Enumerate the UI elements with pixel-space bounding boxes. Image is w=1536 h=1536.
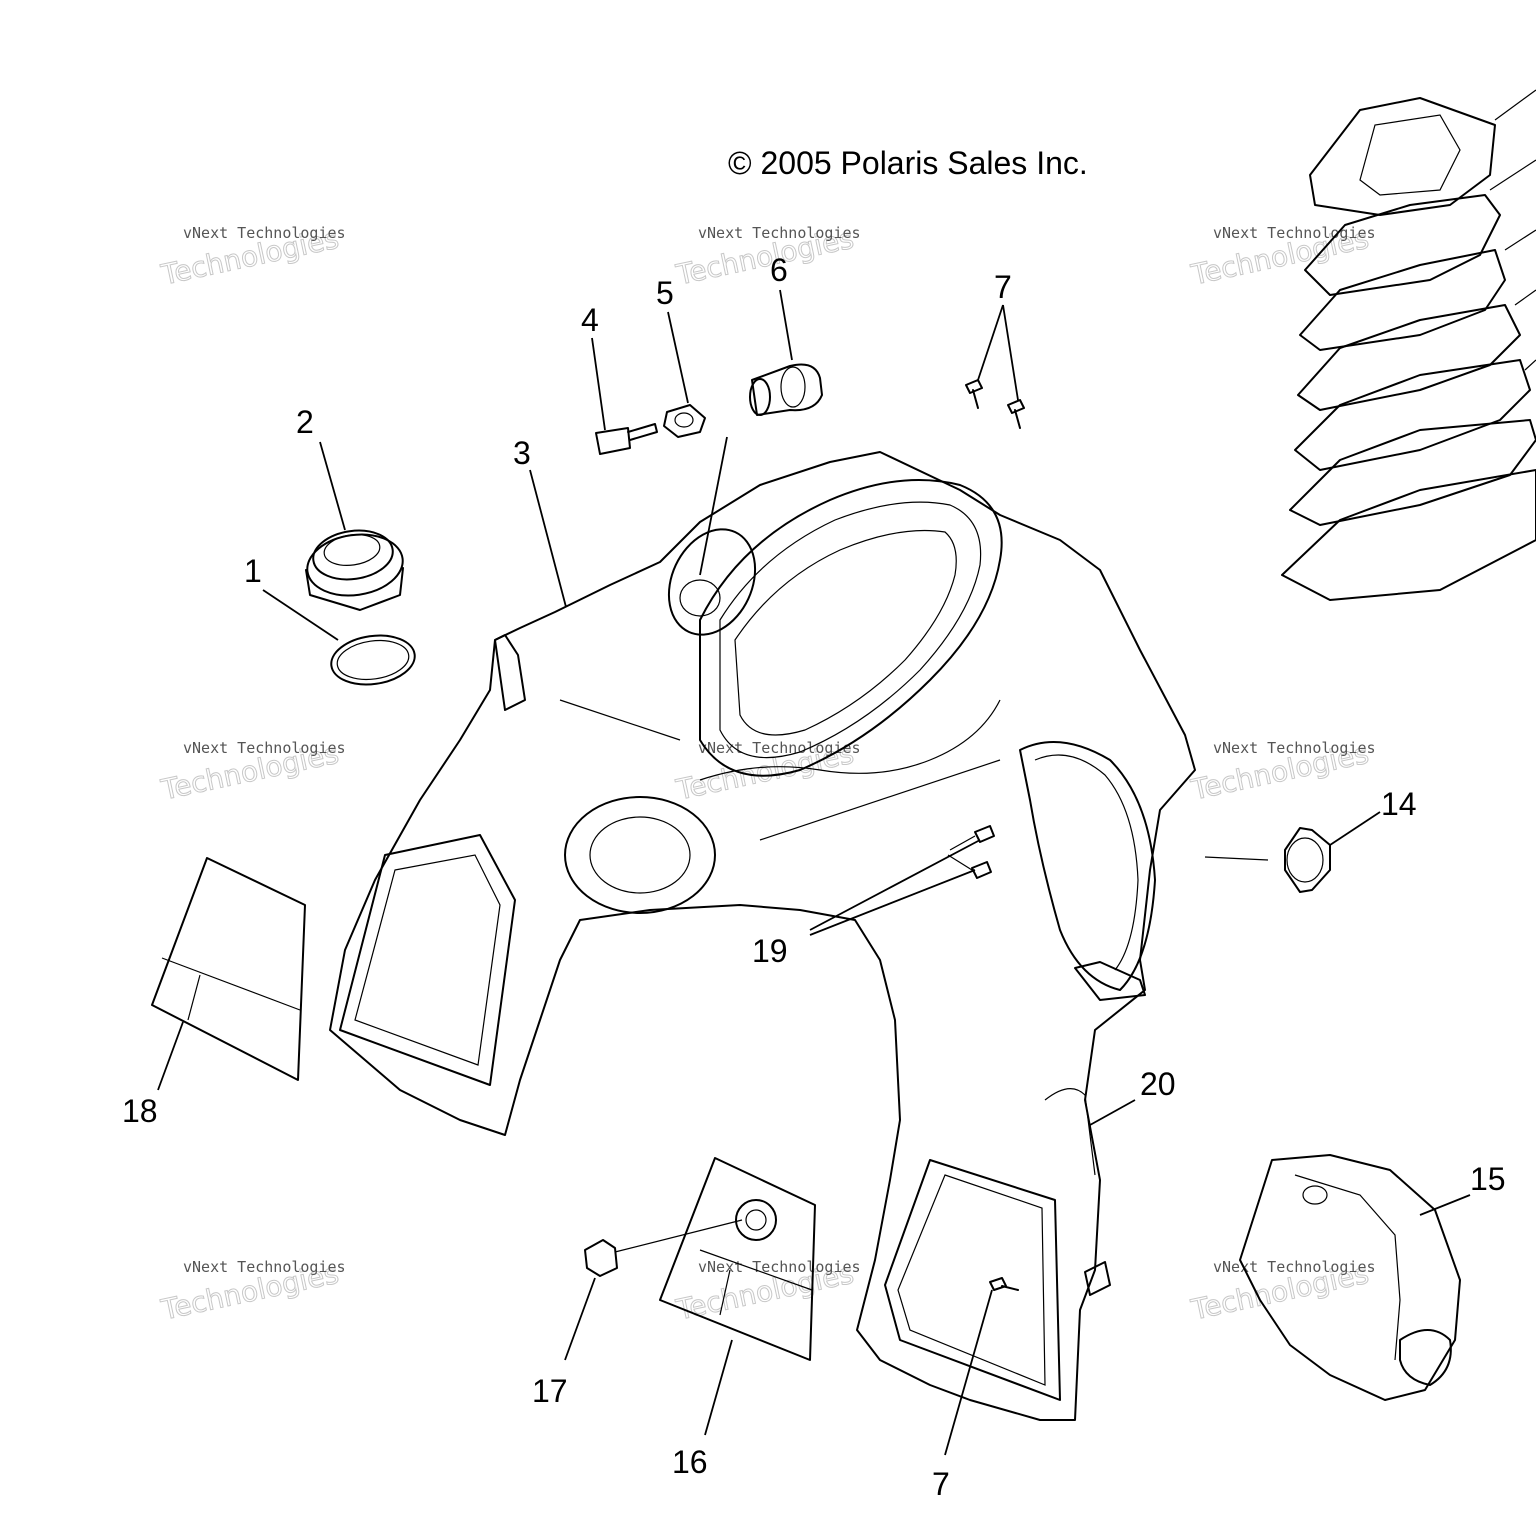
callout-5: 5	[656, 275, 674, 311]
callout-18: 18	[122, 1093, 158, 1129]
part-3-hood-body	[329, 451, 1196, 1421]
copyright-notice: © 2005 Polaris Sales Inc.	[728, 145, 1088, 181]
watermark-small: vNext Technologies	[698, 739, 861, 757]
watermark-small: vNext Technologies	[1213, 224, 1376, 242]
part-7-lower-screw	[989, 1277, 1019, 1291]
callout-16: 16	[672, 1444, 708, 1480]
watermark-small: vNext Technologies	[1213, 739, 1376, 757]
callout-7-top: 7	[994, 269, 1012, 305]
part-17-plug	[584, 1219, 743, 1277]
part-18-left-panel	[151, 857, 306, 1081]
exploded-panel-stack	[1281, 89, 1536, 601]
callout-19: 19	[752, 933, 788, 969]
watermark-small: vNext Technologies	[698, 1258, 861, 1276]
watermark-group: Technologies vNext Technologies Technolo…	[157, 221, 1376, 1327]
part-19-clips	[947, 825, 995, 879]
callout-17: 17	[532, 1373, 568, 1409]
part-2-bezel-ring	[305, 529, 404, 611]
callout-3: 3	[513, 435, 531, 471]
part-7-screws	[965, 379, 1025, 429]
part-16-panel	[659, 1157, 816, 1361]
callout-2: 2	[296, 404, 314, 440]
callout-1: 1	[244, 553, 262, 589]
part-14-grommet	[1204, 827, 1331, 893]
watermark-small: vNext Technologies	[698, 224, 861, 242]
part-1-o-ring	[330, 634, 416, 686]
callout-4: 4	[581, 302, 599, 338]
watermark-small: vNext Technologies	[183, 1258, 346, 1276]
watermark-small: vNext Technologies	[183, 224, 346, 242]
callout-7-bottom: 7	[932, 1466, 950, 1502]
watermark-small: vNext Technologies	[183, 739, 346, 757]
callout-14: 14	[1381, 786, 1417, 822]
callout-6: 6	[770, 252, 788, 288]
watermark-small: vNext Technologies	[1213, 1258, 1376, 1276]
part-6-ignition-switch	[749, 363, 823, 416]
part-15-side-housing	[1239, 1154, 1461, 1401]
callout-20: 20	[1140, 1066, 1176, 1102]
leader-lines	[157, 289, 1471, 1456]
callout-labels: 1 2 3 4 5 6 7 14 15 16 17 18 19 20 7	[122, 252, 1506, 1502]
callout-15: 15	[1470, 1161, 1506, 1197]
part-5-nut	[663, 404, 706, 438]
part-4-key	[595, 423, 658, 455]
